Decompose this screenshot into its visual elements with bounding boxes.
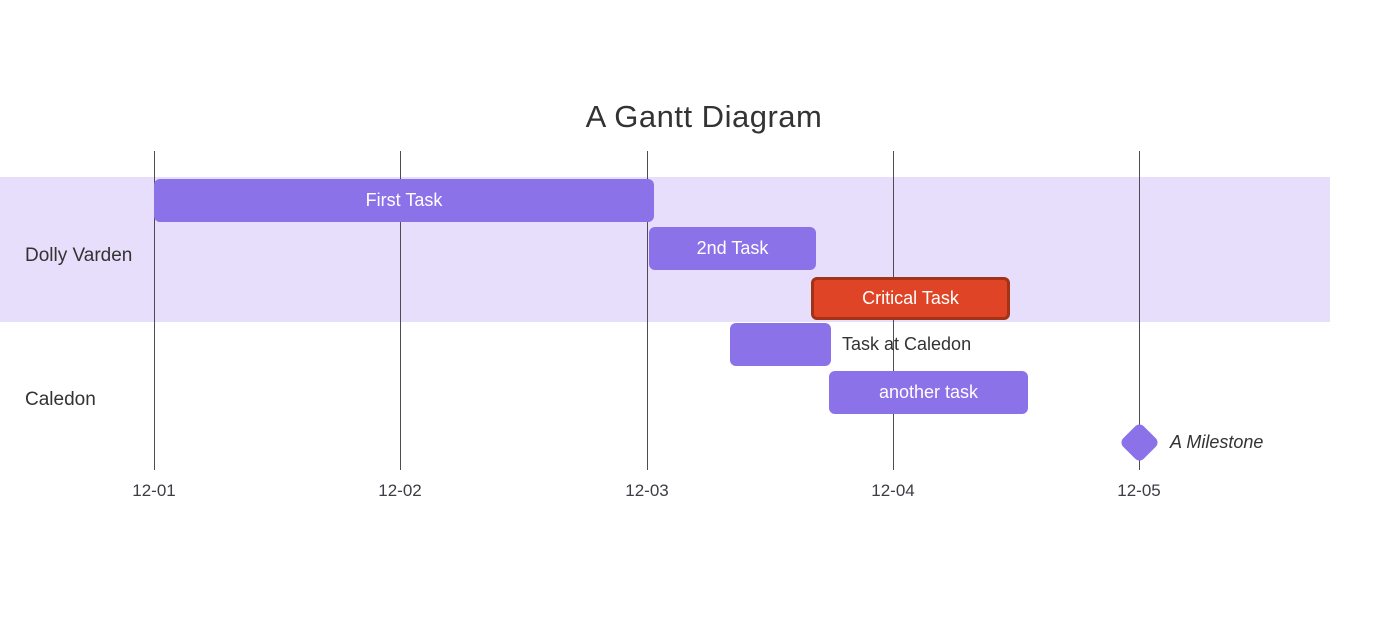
axis-tick-label: 12-02: [378, 481, 422, 500]
section-label: Caledon: [25, 388, 96, 410]
grid-line: [154, 151, 155, 470]
grid-line: [647, 151, 648, 470]
section-label: Dolly Varden: [25, 244, 133, 266]
chart-title: A Gantt Diagram: [585, 99, 823, 134]
axis-tick-label: 12-01: [132, 481, 176, 500]
task-bar: 2nd Task: [649, 227, 816, 270]
axis-tick-label: 12-04: [871, 481, 915, 500]
milestone-label: A Milestone: [1170, 432, 1264, 452]
grid-line: [400, 151, 401, 470]
task-outside-label: Task at Caledon: [842, 334, 972, 354]
task-bar: [730, 323, 831, 366]
task-bar: another task: [829, 371, 1028, 414]
task-bar: First Task: [154, 179, 654, 222]
axis-tick-label: 12-03: [625, 481, 669, 500]
grid-line: [1139, 151, 1140, 470]
task-bar: Critical Task: [811, 277, 1010, 320]
milestone-diamond: [1118, 421, 1160, 464]
axis-tick-label: 12-05: [1117, 481, 1161, 500]
